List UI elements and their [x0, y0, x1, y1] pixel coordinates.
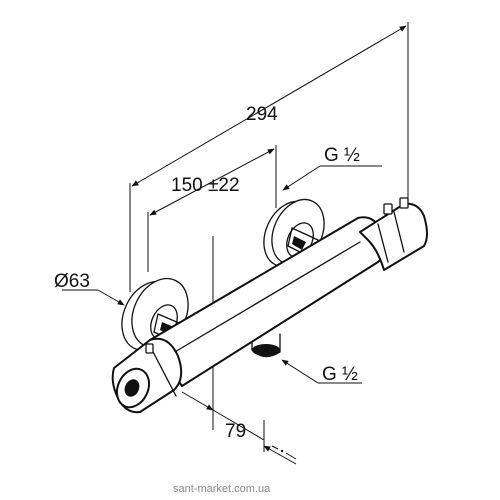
- rosette-diameter-label: Ø63: [54, 271, 90, 292]
- outlet-connection-label: G ½: [322, 364, 358, 385]
- inlet-spacing-label: 150 ±22: [171, 175, 240, 196]
- wall-offset-arrow-left: [181, 391, 214, 411]
- inlet-spacing-dimension-line: [149, 148, 275, 216]
- g-half-outlet-leader: [281, 359, 319, 384]
- overall-length-label: 294: [246, 104, 278, 125]
- dimension-lines: [131, 25, 407, 465]
- leader-lines: [62, 165, 382, 384]
- inlet-connection-top-label: G ½: [324, 145, 360, 166]
- g-half-top-leader: [282, 165, 321, 191]
- wall-offset-label: 79: [225, 421, 246, 442]
- wall-centerline: [271, 445, 297, 460]
- wall-offset-arrow-right: [263, 445, 297, 465]
- rosette-diameter-leader: [97, 289, 125, 306]
- watermark: sant-market.com.ua: [173, 483, 271, 495]
- mixer-body: [111, 197, 428, 414]
